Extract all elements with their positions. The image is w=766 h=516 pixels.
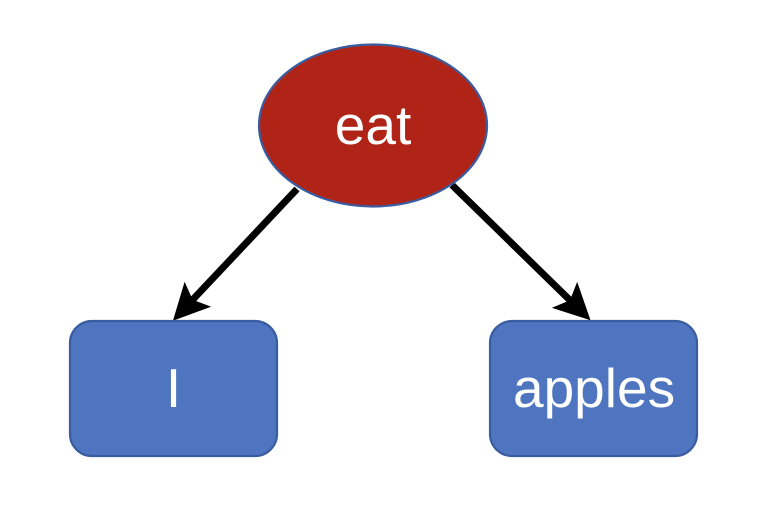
edge-root-to-right-leaf	[449, 182, 591, 321]
node-left-leaf-rect[interactable]	[68, 319, 279, 458]
edge-root-to-left-leaf	[172, 186, 300, 321]
node-right-leaf-rect[interactable]	[488, 319, 699, 458]
node-root-ellipse[interactable]	[257, 43, 489, 208]
